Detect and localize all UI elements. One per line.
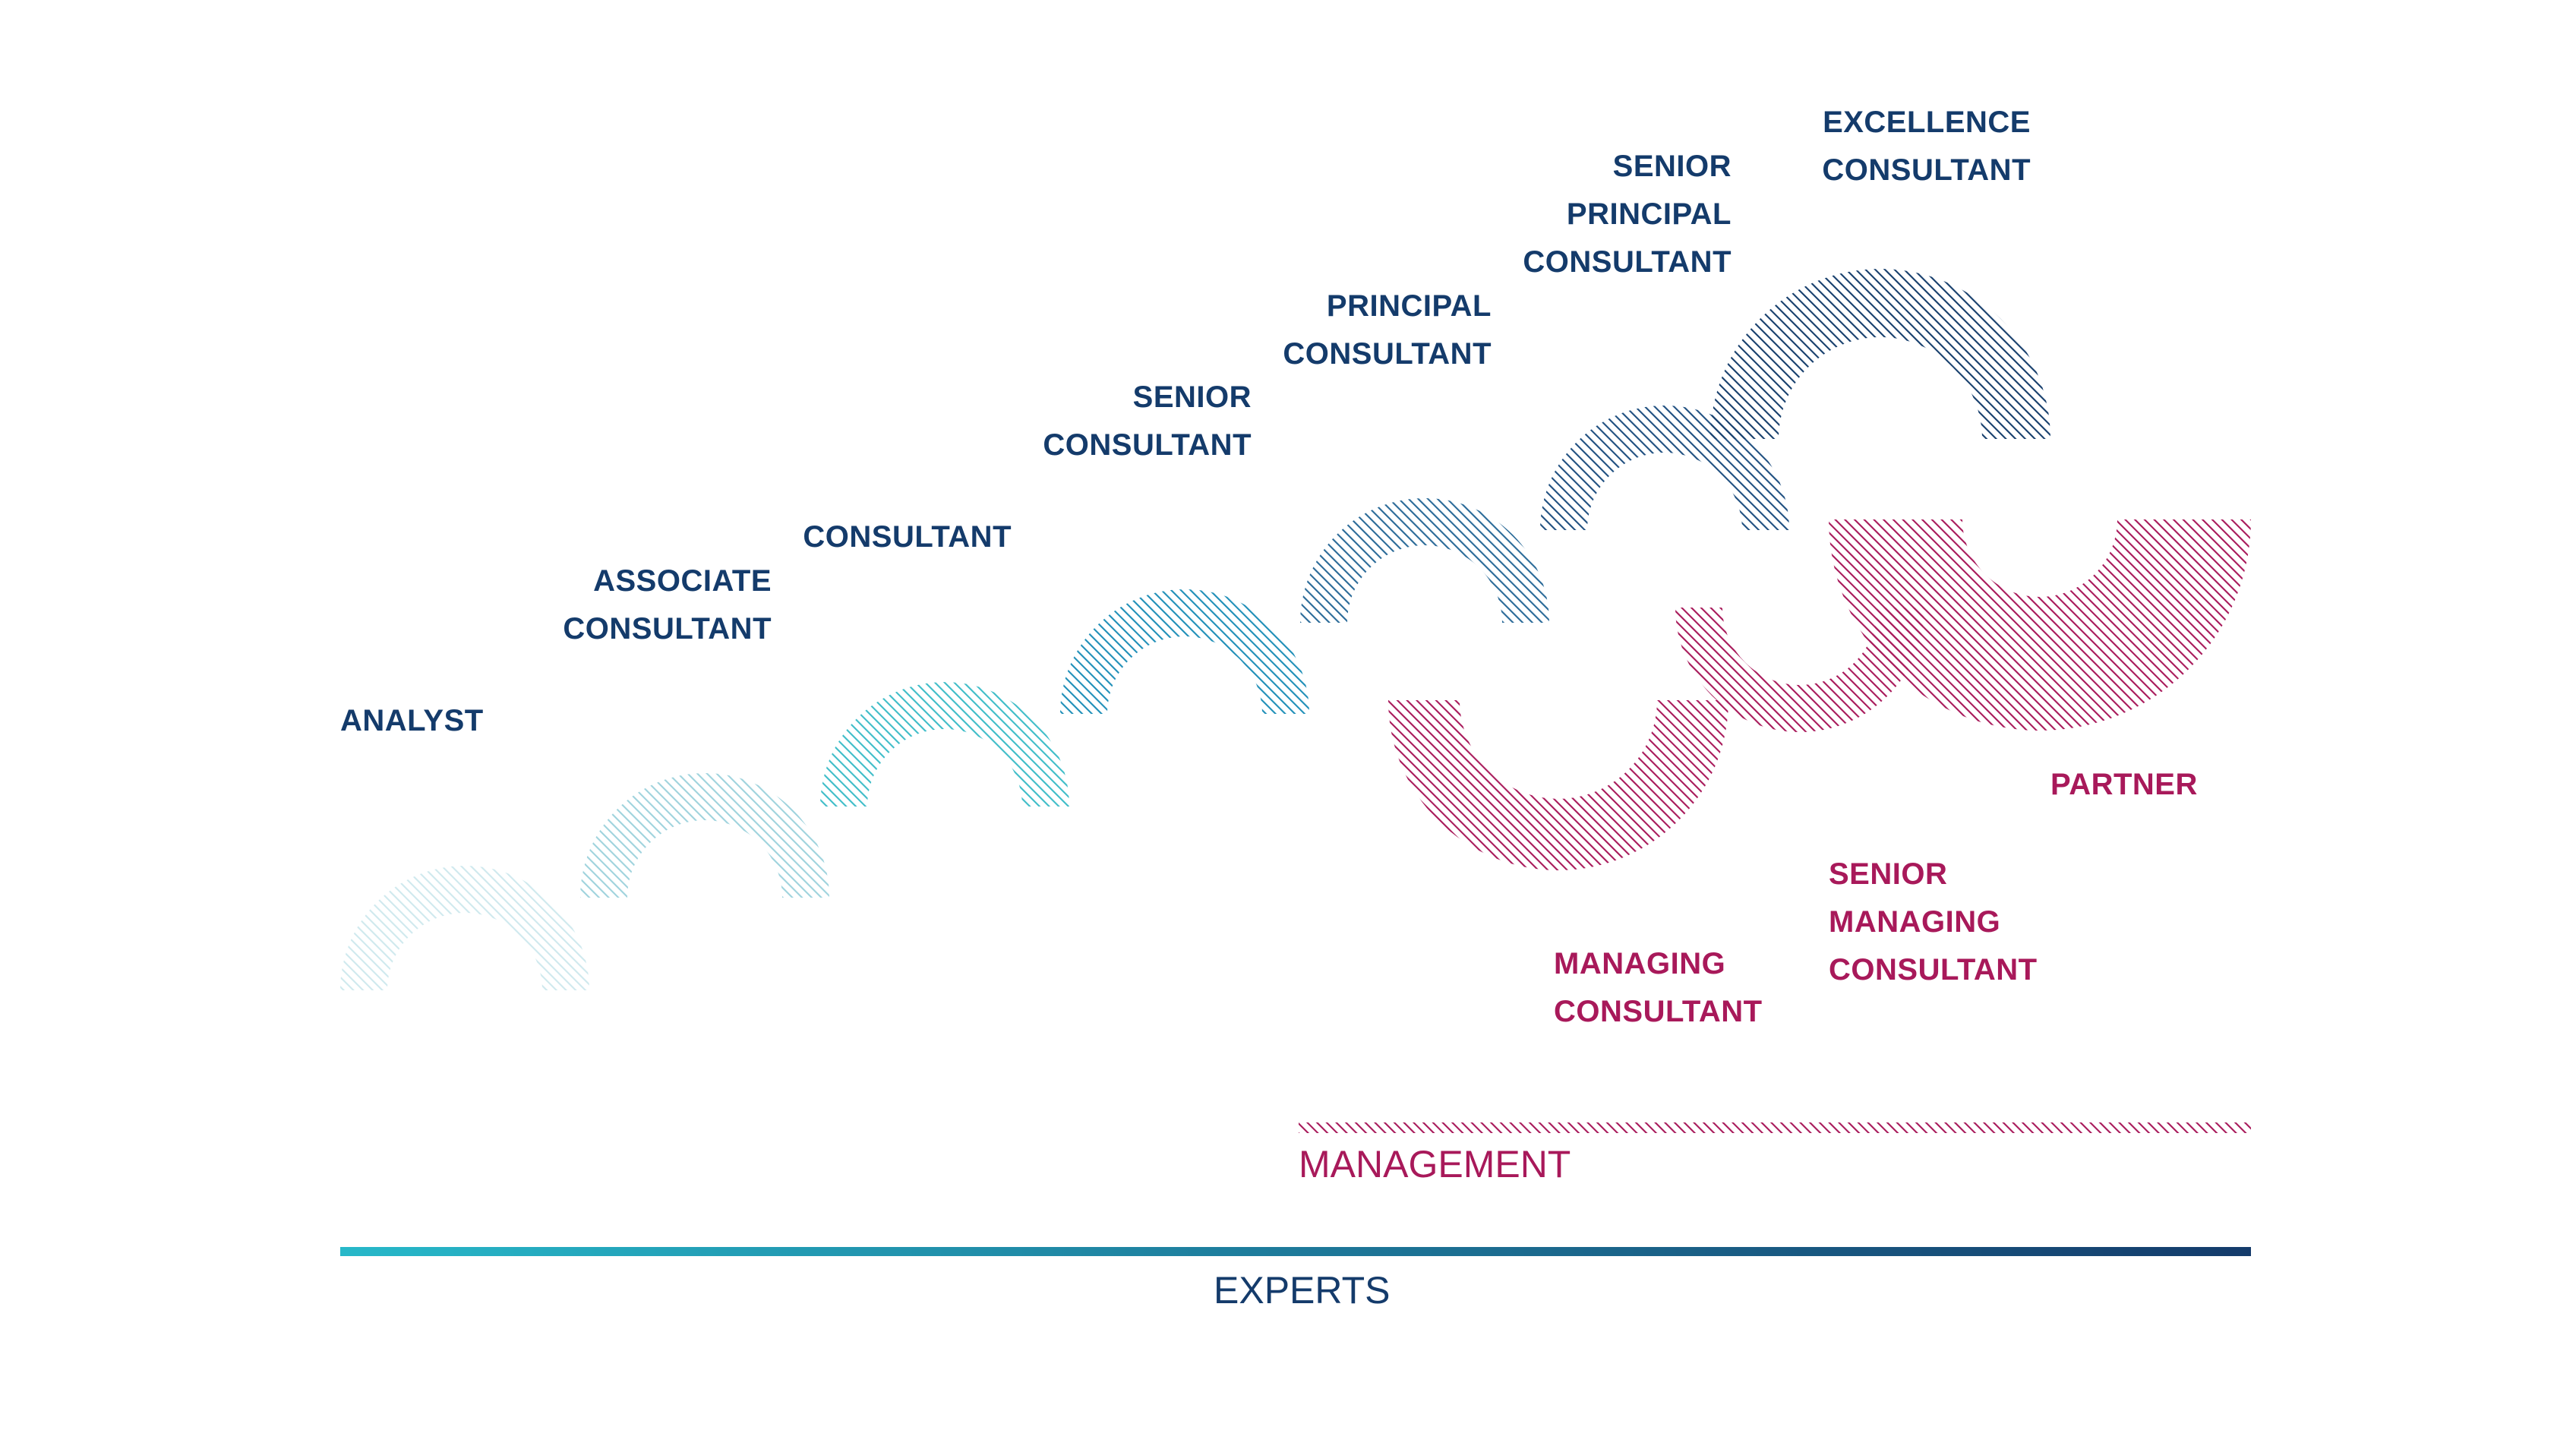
level-label-excellence-consultant: EXCELLENCE CONSULTANT bbox=[1822, 106, 2031, 187]
level-label-partner: PARTNER bbox=[2050, 768, 2198, 801]
level-label-managing-consultant: MANAGING CONSULTANT bbox=[1554, 947, 1763, 1028]
expert-arc-associate-consultant bbox=[580, 773, 829, 898]
expert-arc-analyst bbox=[340, 866, 589, 990]
management-arc-partner bbox=[1829, 519, 2251, 731]
level-label-senior-consultant: SENIOR CONSULTANT bbox=[1043, 380, 1252, 462]
level-label-senior-principal-consultant: SENIOR PRINCIPAL CONSULTANT bbox=[1523, 150, 1732, 279]
management-track-bar bbox=[1299, 1122, 2251, 1133]
level-label-analyst: ANALYST bbox=[340, 704, 484, 737]
expert-arc-senior-consultant bbox=[1060, 589, 1309, 714]
management-track-label: MANAGEMENT bbox=[1299, 1143, 1571, 1185]
management-arc-senior-managing-consultant bbox=[1675, 608, 1924, 732]
level-label-consultant: CONSULTANT bbox=[803, 520, 1012, 554]
level-label-associate-consultant: ASSOCIATE CONSULTANT bbox=[563, 564, 772, 646]
level-label-principal-consultant: PRINCIPAL CONSULTANT bbox=[1283, 289, 1492, 371]
management-arc-managing-consultant bbox=[1388, 700, 1728, 870]
experts-track-bar bbox=[340, 1247, 2251, 1256]
expert-arc-excellence-consultant bbox=[1710, 269, 2050, 439]
level-label-senior-managing-consultant: SENIOR MANAGING CONSULTANT bbox=[1829, 857, 2038, 987]
expert-arc-consultant bbox=[820, 682, 1069, 807]
expert-arc-principal-consultant bbox=[1300, 498, 1549, 623]
experts-track-label: EXPERTS bbox=[1214, 1269, 1391, 1312]
